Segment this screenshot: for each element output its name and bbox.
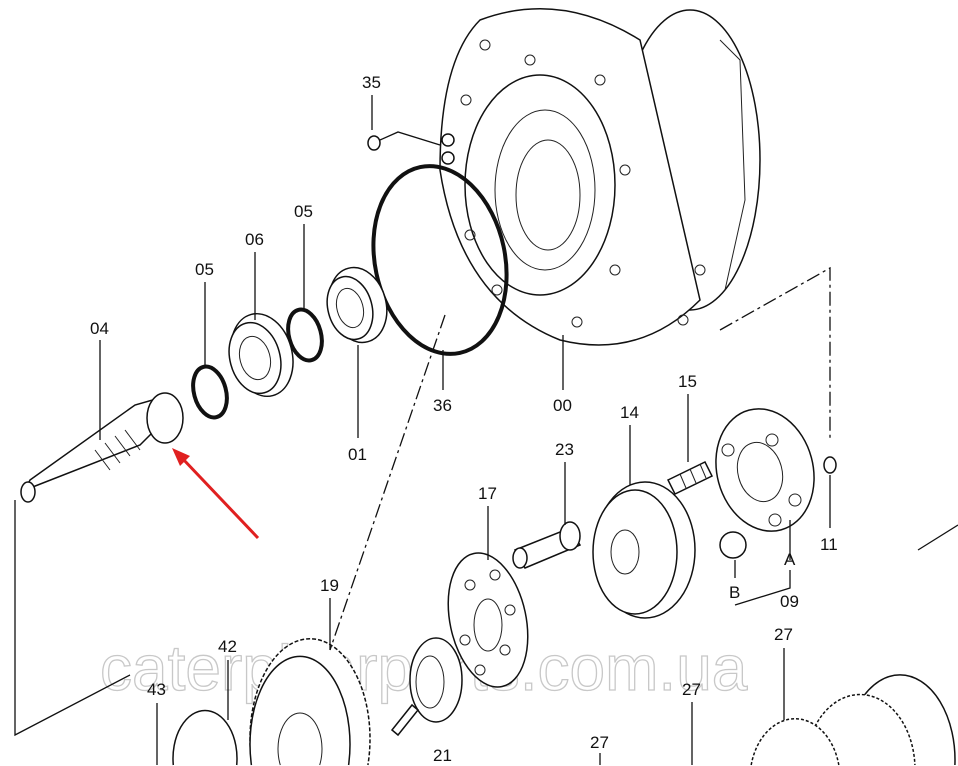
part-04-shaft: [20, 392, 184, 503]
part-15-spring: [666, 461, 714, 495]
label-19: 19: [320, 576, 339, 595]
label-A: A: [784, 550, 796, 569]
part-00-housing: [439, 8, 761, 346]
part-21-bushing: [409, 637, 463, 723]
label-09: 09: [780, 592, 799, 611]
label-21: 21: [433, 746, 452, 765]
part-05-snap-ring: [191, 364, 229, 420]
part-23-valve: [512, 521, 582, 569]
label-43: 43: [147, 680, 166, 699]
label-36: 36: [433, 396, 452, 415]
part-14-piston: [592, 481, 696, 619]
label-17: 17: [478, 484, 497, 503]
part-36-o-ring: [371, 164, 509, 356]
label-11: 11: [820, 535, 838, 554]
part-42-washer: [172, 709, 238, 766]
part-05-snap-ring: [286, 307, 324, 363]
part-01-seal: [326, 266, 388, 344]
label-06: 06: [245, 230, 264, 249]
leader-lines: [14, 95, 958, 765]
part-27-discs: [750, 674, 956, 766]
label-01: 01: [348, 445, 367, 464]
label-15: 15: [678, 372, 697, 391]
spring-pin: [390, 703, 420, 737]
label-35: 35: [362, 73, 381, 92]
label-04: 04: [90, 319, 109, 338]
label-14: 14: [620, 403, 639, 422]
label-00: 00: [553, 396, 572, 415]
label-B: B: [729, 583, 740, 602]
part-17-plate: [447, 552, 529, 688]
part-09-plate: [715, 408, 815, 559]
label-23: 23: [555, 440, 574, 459]
part-06-bearing: [228, 312, 294, 398]
part-11-pin: [823, 456, 837, 474]
label-27: 27: [590, 733, 609, 752]
label-05: 05: [195, 260, 214, 279]
part-35-ring: [367, 135, 381, 151]
label-27: 27: [774, 625, 793, 644]
label-42: 42: [218, 637, 237, 656]
label-05: 05: [294, 202, 313, 221]
label-27: 27: [682, 680, 701, 699]
indicator-arrow: [172, 448, 260, 540]
part-19-gear: [249, 638, 371, 766]
